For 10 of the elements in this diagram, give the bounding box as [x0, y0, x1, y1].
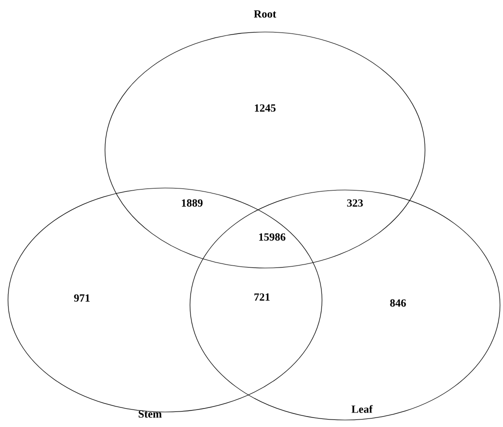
region-count: 1245	[254, 104, 276, 112]
region-count: 323	[347, 199, 363, 207]
set-label: Leaf	[352, 405, 373, 413]
region-count: 721	[254, 293, 270, 301]
region-count: 1889	[182, 199, 203, 207]
region-count: 15986	[259, 233, 286, 241]
set-label: Root	[254, 10, 276, 18]
region-count: 971	[74, 294, 90, 302]
set-label: Stem	[138, 410, 162, 418]
region-count: 846	[390, 299, 406, 307]
